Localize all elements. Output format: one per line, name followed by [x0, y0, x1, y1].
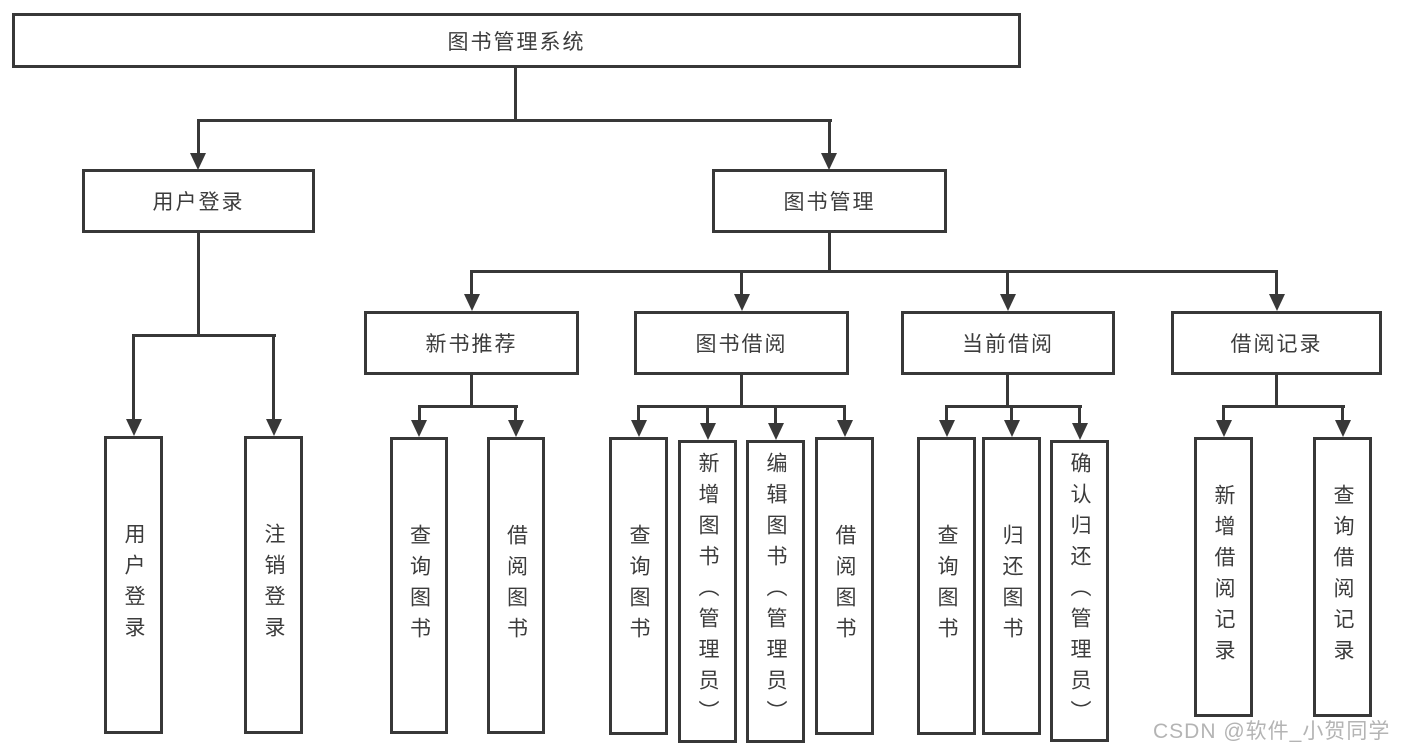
- leaf-add-book-admin: 新增图书（管理员）: [678, 440, 737, 743]
- leaf-confirm-return-admin: 确认归还（管理员）: [1050, 440, 1109, 742]
- leaf-logout: 注销登录: [244, 436, 303, 734]
- node-book-borrow: 图书借阅: [634, 311, 849, 375]
- connector-line: [132, 334, 135, 421]
- connector-line: [132, 334, 276, 337]
- connector-line: [197, 233, 200, 337]
- leaf-borrow-books-label: 借阅图书: [833, 524, 857, 648]
- arrowhead-down-icon: [1000, 294, 1016, 311]
- leaf-query-books-recommend: 查询图书: [390, 437, 448, 734]
- leaf-borrow-books: 借阅图书: [815, 437, 874, 735]
- leaf-logout-label: 注销登录: [262, 523, 286, 647]
- arrowhead-down-icon: [464, 294, 480, 311]
- connector-line: [1222, 405, 1345, 408]
- connector-line: [740, 375, 743, 408]
- arrowhead-down-icon: [821, 153, 837, 170]
- connector-line: [637, 405, 640, 422]
- connector-line: [1010, 405, 1013, 422]
- arrowhead-down-icon: [631, 420, 647, 437]
- arrowhead-down-icon: [126, 419, 142, 436]
- leaf-user-login: 用户登录: [104, 436, 163, 734]
- watermark: CSDN @软件_小贺同学: [1153, 720, 1391, 743]
- connector-line: [514, 405, 517, 422]
- arrowhead-down-icon: [700, 423, 716, 440]
- connector-line: [197, 119, 200, 155]
- leaf-query-books-borrow: 查询图书: [609, 437, 668, 735]
- leaf-add-book-admin-label: 新增图书（管理员）: [696, 452, 720, 731]
- leaf-borrow-books-recommend: 借阅图书: [487, 437, 545, 734]
- connector-line: [706, 405, 709, 425]
- node-new-book-recommend: 新书推荐: [364, 311, 579, 375]
- arrowhead-down-icon: [1072, 423, 1088, 440]
- arrowhead-down-icon: [837, 420, 853, 437]
- connector-line: [1275, 375, 1278, 408]
- connector-line: [418, 405, 421, 422]
- leaf-borrow-books-recommend-label: 借阅图书: [504, 523, 528, 648]
- connector-line: [470, 270, 473, 297]
- arrowhead-down-icon: [266, 419, 282, 436]
- connector-line: [637, 405, 846, 408]
- connector-line: [1006, 270, 1009, 297]
- arrowhead-down-icon: [508, 420, 524, 437]
- connector-line: [1341, 405, 1344, 422]
- node-user-login: 用户登录: [82, 169, 315, 233]
- arrowhead-down-icon: [1269, 294, 1285, 311]
- connector-line: [514, 68, 517, 122]
- leaf-query-books-current: 查询图书: [917, 437, 976, 735]
- connector-line: [828, 119, 831, 155]
- arrowhead-down-icon: [190, 153, 206, 170]
- connector-line: [418, 405, 518, 408]
- arrowhead-down-icon: [939, 420, 955, 437]
- node-book-mgmt-label: 图书管理: [783, 191, 876, 214]
- leaf-query-books-recommend-label: 查询图书: [407, 523, 431, 648]
- leaf-edit-book-admin-label: 编辑图书（管理员）: [764, 452, 788, 731]
- leaf-return-book-label: 归还图书: [1000, 524, 1024, 648]
- connector-line: [843, 405, 846, 422]
- arrowhead-down-icon: [1335, 420, 1351, 437]
- connector-line: [197, 119, 832, 122]
- connector-line: [945, 405, 1082, 408]
- connector-line: [828, 233, 831, 273]
- leaf-query-books-borrow-label: 查询图书: [627, 524, 651, 648]
- leaf-query-borrow-record-label: 查询借阅记录: [1331, 484, 1355, 670]
- node-new-book-recommend-label: 新书推荐: [425, 333, 518, 356]
- node-root-label: 图书管理系统: [447, 30, 586, 54]
- connector-line: [1006, 375, 1009, 408]
- arrowhead-down-icon: [1004, 420, 1020, 437]
- arrowhead-down-icon: [768, 423, 784, 440]
- leaf-add-borrow-record: 新增借阅记录: [1194, 437, 1253, 717]
- leaf-user-login-label: 用户登录: [122, 523, 146, 647]
- leaf-edit-book-admin: 编辑图书（管理员）: [746, 440, 805, 743]
- leaf-return-book: 归还图书: [982, 437, 1041, 735]
- leaf-add-borrow-record-label: 新增借阅记录: [1212, 484, 1236, 670]
- arrowhead-down-icon: [1216, 420, 1232, 437]
- node-current-borrow-label: 当前借阅: [962, 333, 1054, 356]
- connector-line: [272, 334, 275, 421]
- arrowhead-down-icon: [411, 420, 427, 437]
- leaf-confirm-return-admin-label: 确认归还（管理员）: [1068, 451, 1092, 731]
- arrowhead-down-icon: [734, 294, 750, 311]
- connector-line: [740, 270, 743, 297]
- leaf-query-borrow-record: 查询借阅记录: [1313, 437, 1372, 717]
- node-root: 图书管理系统: [12, 13, 1021, 68]
- connector-line: [470, 375, 473, 408]
- connector-line: [1078, 405, 1081, 425]
- node-borrow-records-label: 借阅记录: [1230, 333, 1323, 356]
- node-current-borrow: 当前借阅: [901, 311, 1115, 375]
- connector-line: [1275, 270, 1278, 297]
- node-book-mgmt: 图书管理: [712, 169, 947, 233]
- leaf-query-books-current-label: 查询图书: [935, 524, 959, 648]
- node-book-borrow-label: 图书借阅: [695, 333, 788, 356]
- node-borrow-records: 借阅记录: [1171, 311, 1382, 375]
- connector-line: [470, 270, 1278, 273]
- connector-line: [774, 405, 777, 425]
- node-user-login-label: 用户登录: [152, 191, 245, 214]
- connector-line: [945, 405, 948, 422]
- connector-line: [1222, 405, 1225, 422]
